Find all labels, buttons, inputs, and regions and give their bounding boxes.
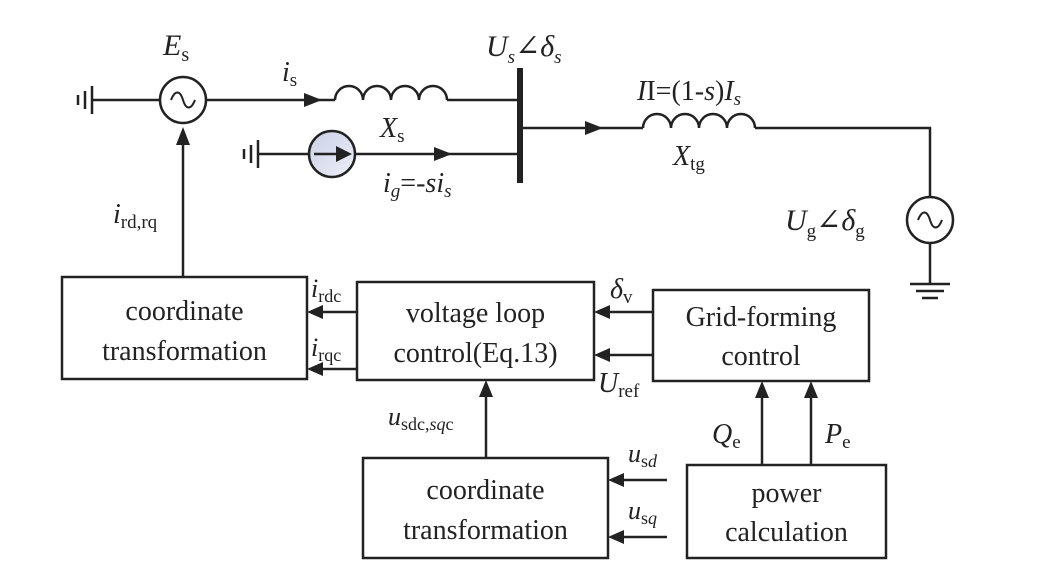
arrow-irqc [307,362,323,376]
signal-qe-label: Qe [712,419,741,453]
svg-text:control(Eq.13): control(Eq.13) [393,338,557,369]
grid-voltage-label: Ug∠δg [785,204,865,242]
block-power-calculation: power calculation [685,463,888,560]
source-es-label: Es [162,29,189,66]
signal-irdc-label: irdc [311,274,341,306]
ground-symbol-right [910,282,950,300]
svg-text:transformation: transformation [403,515,568,546]
block-coordinate-transformation-left: coordinate transformation [60,275,309,381]
current-source-branch [242,129,520,179]
svg-text:transformation: transformation [102,336,267,367]
current-source-ig-icon [307,129,357,179]
arrow-usd [608,473,624,487]
svg-text:coordinate: coordinate [426,475,544,506]
grid-branch [520,112,955,300]
arrow-delta-v [594,305,610,319]
block-voltage-loop-control: voltage loop control(Eq.13) [355,280,596,382]
signal-irqc-label: irqc [311,333,341,365]
arrow-irdc [307,305,323,319]
current-is-label: is [282,57,297,91]
current-ig-label: ig=-sis [383,168,452,202]
signal-delta-v-label: δv [610,274,633,308]
svg-text:coordinate: coordinate [125,296,243,327]
arrow-uref [594,348,610,362]
block-coordinate-transformation-bottom: coordinate transformation [361,456,610,560]
ac-source-es-icon [158,75,208,125]
svg-text:Grid-forming: Grid-forming [686,302,837,333]
signal-uref-label: Uref [598,368,640,402]
svg-text:power: power [752,478,823,509]
arrow-usq [608,530,624,544]
svg-text:control: control [721,341,801,372]
inductor-xs-icon [333,84,449,101]
block-grid-forming-control: Grid-forming control [651,288,871,383]
reactance-xtg-label: Xtg [672,141,705,175]
signal-pe-label: Pe [824,419,851,453]
svg-text:voltage loop: voltage loop [406,298,545,329]
reactance-xs-label: Xs [379,113,405,147]
arrow-qe [755,381,769,398]
signal-irdrq-label: ird,rq [113,199,158,233]
ac-source-ug-icon [905,195,955,245]
current-arrow-is [304,93,322,107]
signal-usd-label: usd [628,439,658,471]
current-arrow-ig [434,147,452,161]
ground-symbol-mid [242,140,260,168]
ground-symbol-left [76,86,94,114]
current-arrow-i [585,121,603,135]
inductor-xtg-icon [641,112,757,129]
stator-branch [76,75,520,125]
grid-current-label: II=(1-s)Is [636,76,741,110]
arrow-pe [804,381,818,398]
arrow-usdc [479,380,493,397]
svg-text:calculation: calculation [725,517,848,548]
bus-voltage-label: Us∠δs [486,30,562,68]
signal-usdc-label: usdc,sqc [388,402,454,434]
signal-usq-label: usq [628,496,657,528]
